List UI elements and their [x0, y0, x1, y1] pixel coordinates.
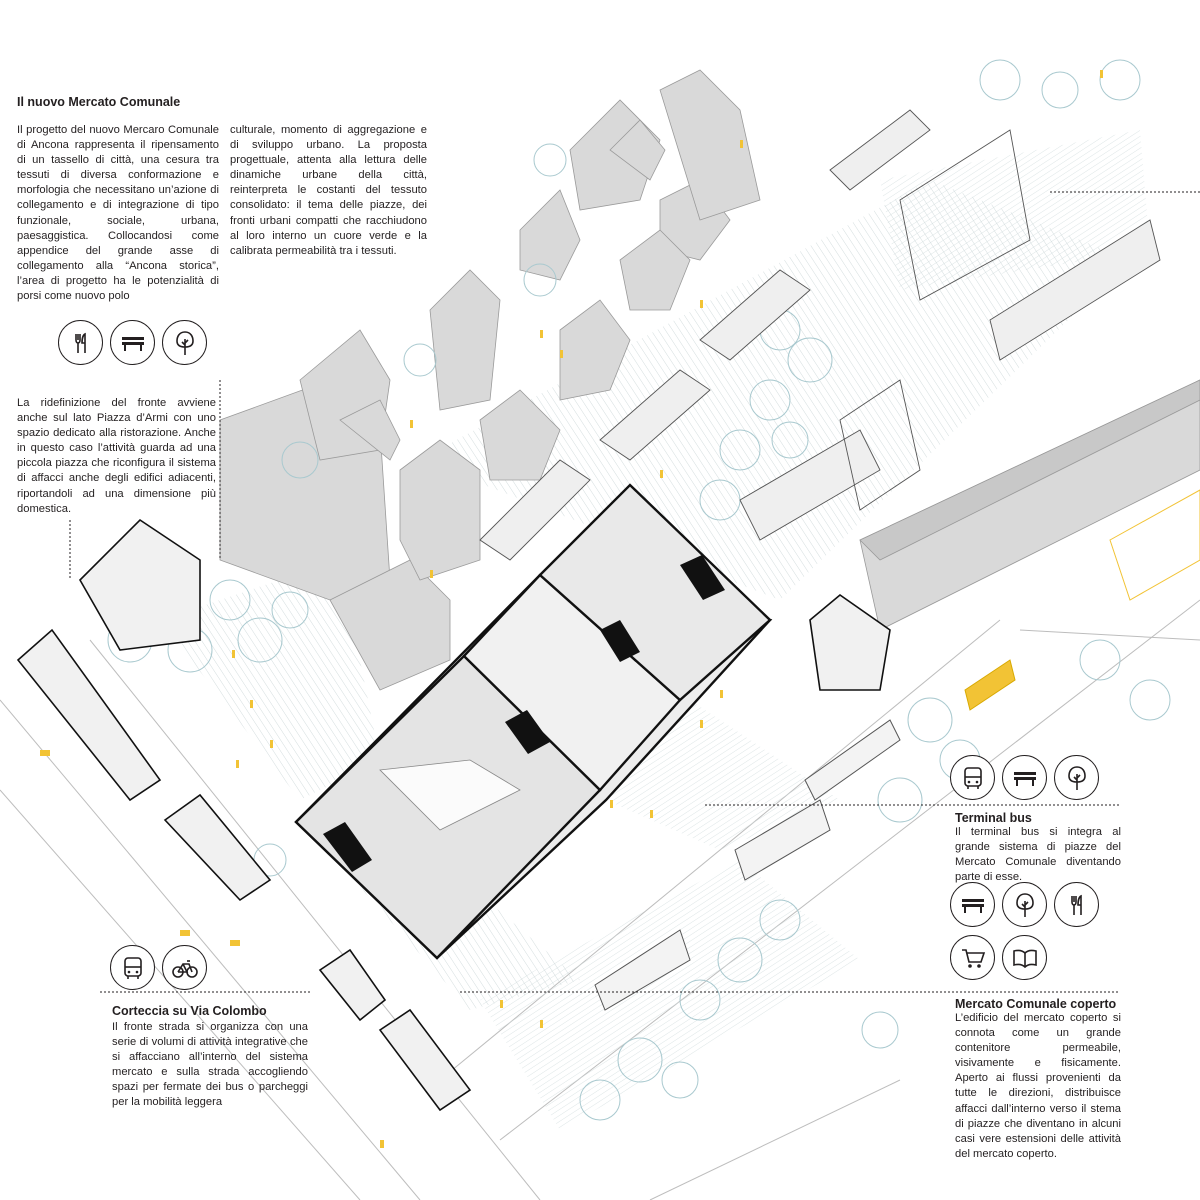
bus-icon: [110, 945, 155, 990]
terminal-bus-text: Il terminal bus si integra al grande sis…: [955, 826, 1121, 884]
existing-buildings: [219, 69, 1200, 691]
piazza-armi-icons: [58, 320, 207, 365]
canopy-pavilions: [479, 109, 1161, 561]
buses: [594, 489, 1200, 1011]
market-text: L’edificio del mercato coperto si connot…: [955, 1012, 1121, 1160]
fork-knife-icon: [58, 320, 103, 365]
plazas: [160, 130, 1150, 1130]
via-colombo-icons: [110, 945, 207, 990]
via-colombo-title: Corteccia su Via Colombo: [112, 1004, 267, 1018]
market-title: Mercato Comunale coperto: [955, 997, 1117, 1011]
bench-icon: [1002, 755, 1047, 800]
colombo-volumes: [16, 518, 891, 1112]
terminal-bus-title: Terminal bus: [955, 811, 1032, 825]
bench-icon: [950, 882, 995, 927]
tree-icon: [1002, 882, 1047, 927]
tree-icon: [1054, 755, 1099, 800]
intro-title: Il nuovo Mercato Comunale: [17, 95, 181, 109]
terminal-bus-icons: [950, 755, 1099, 800]
leader-lines: [69, 191, 1200, 993]
book-icon: [1002, 935, 1047, 980]
bench-icon: [110, 320, 155, 365]
bus-icon: [950, 755, 995, 800]
market-building: [294, 483, 773, 960]
intro-text-column-2: culturale, momento di aggregazione e di …: [230, 124, 427, 257]
fork-knife-icon: [1054, 882, 1099, 927]
intro-text-column-1: Il progetto del nuovo Mercaro Comunale d…: [17, 124, 219, 303]
people-figures: [40, 70, 1103, 1148]
bicycle-icon: [162, 945, 207, 990]
cart-icon: [950, 935, 995, 980]
via-colombo-text: Il fronte strada si organizza con una se…: [112, 1021, 308, 1109]
market-icons-row-1: [950, 882, 1099, 927]
market-icons-row-2: [950, 935, 1047, 980]
piazza-armi-text: La ridefinizione del fronte avviene anch…: [17, 397, 216, 515]
tree-icon: [162, 320, 207, 365]
